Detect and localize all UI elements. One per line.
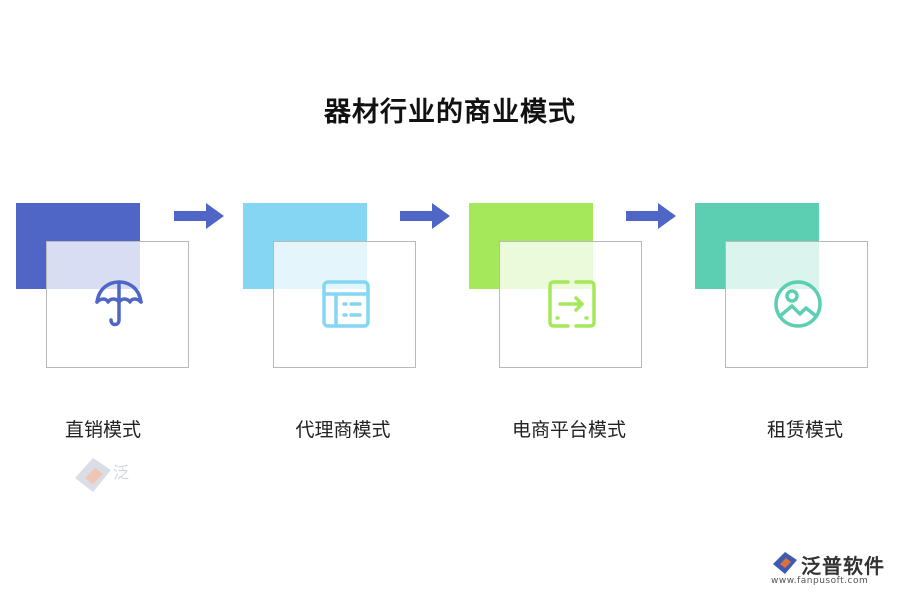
step-agent [243,203,418,368]
step-card [46,241,189,368]
step-ecommerce [469,203,644,368]
step-label-direct-sales: 直销模式 [64,419,141,441]
arrow-right-icon [174,203,224,229]
transfer-icon [548,280,596,328]
step-card [273,241,416,368]
brand-url: www.fanpusoft.com [771,576,869,586]
step-card [499,241,642,368]
watermark-logo-icon: 泛 [75,458,129,492]
step-label-agent: 代理商模式 [295,419,391,441]
list-icon [322,280,370,328]
step-label-leasing: 租赁模式 [766,419,843,441]
step-leasing [695,203,870,368]
image-icon [774,280,822,328]
arrow-right-icon [400,203,450,229]
step-direct-sales: 泛 [16,203,191,492]
svg-text:泛: 泛 [113,463,129,482]
page-title: 器材行业的商业模式 [324,97,576,128]
brand-name: 泛普软件 [801,554,885,578]
step-card [725,241,868,368]
brand-logo: 泛普软件 www.fanpusoft.com [765,550,890,586]
arrow-right-icon [626,203,676,229]
logo-mark-icon [773,552,797,574]
step-label-ecommerce: 电商平台模式 [511,419,626,441]
umbrella-icon [95,280,143,327]
